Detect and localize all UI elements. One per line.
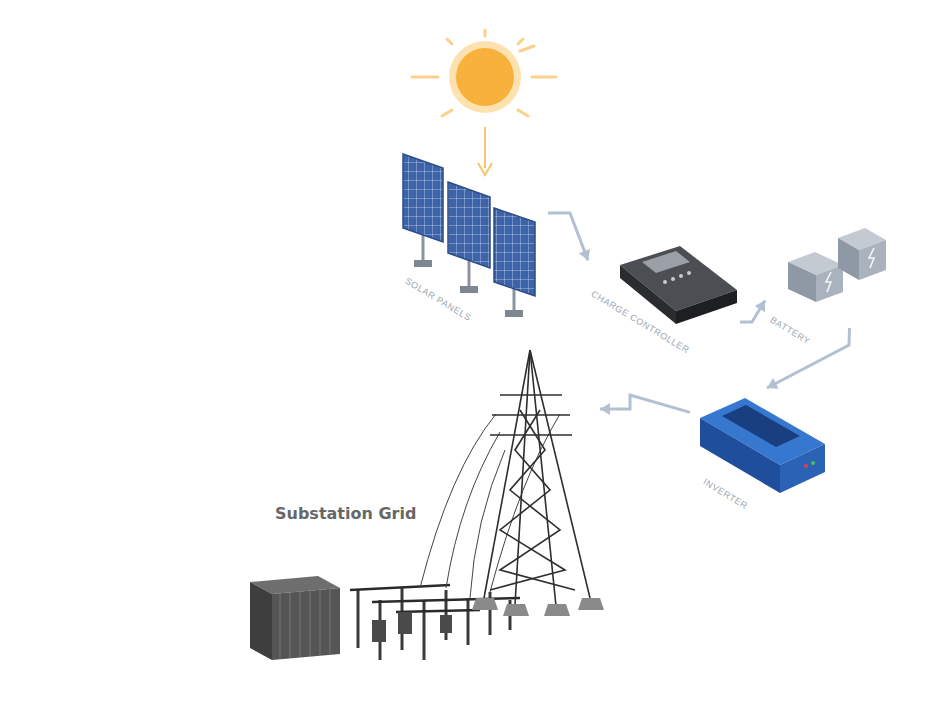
power-flow-line [740, 301, 765, 323]
inverter [700, 398, 825, 493]
sun [412, 30, 556, 175]
substation [250, 350, 604, 660]
arrowhead [579, 249, 590, 260]
arrowhead [755, 301, 765, 313]
component-label: INVERTER [701, 477, 749, 511]
arrowhead [600, 403, 610, 415]
component-label: BATTERY [768, 315, 812, 347]
power-flow-line [600, 395, 690, 412]
component-label: CHARGE CONTROLLER [589, 289, 691, 356]
substation-node: Substation Grid [245, 345, 600, 665]
node-title: Substation Grid [275, 504, 416, 523]
charge-controller-node: CHARGE CONTROLLER [588, 238, 740, 350]
inverter-node: INVERTER [690, 388, 830, 510]
solar-panels-node: SOLAR PANELS [398, 150, 548, 330]
battery-node: BATTERY [765, 218, 895, 328]
component-label: SOLAR PANELS [403, 276, 472, 323]
battery [788, 228, 886, 302]
arrowhead [767, 378, 779, 389]
charge-controller [620, 246, 737, 324]
